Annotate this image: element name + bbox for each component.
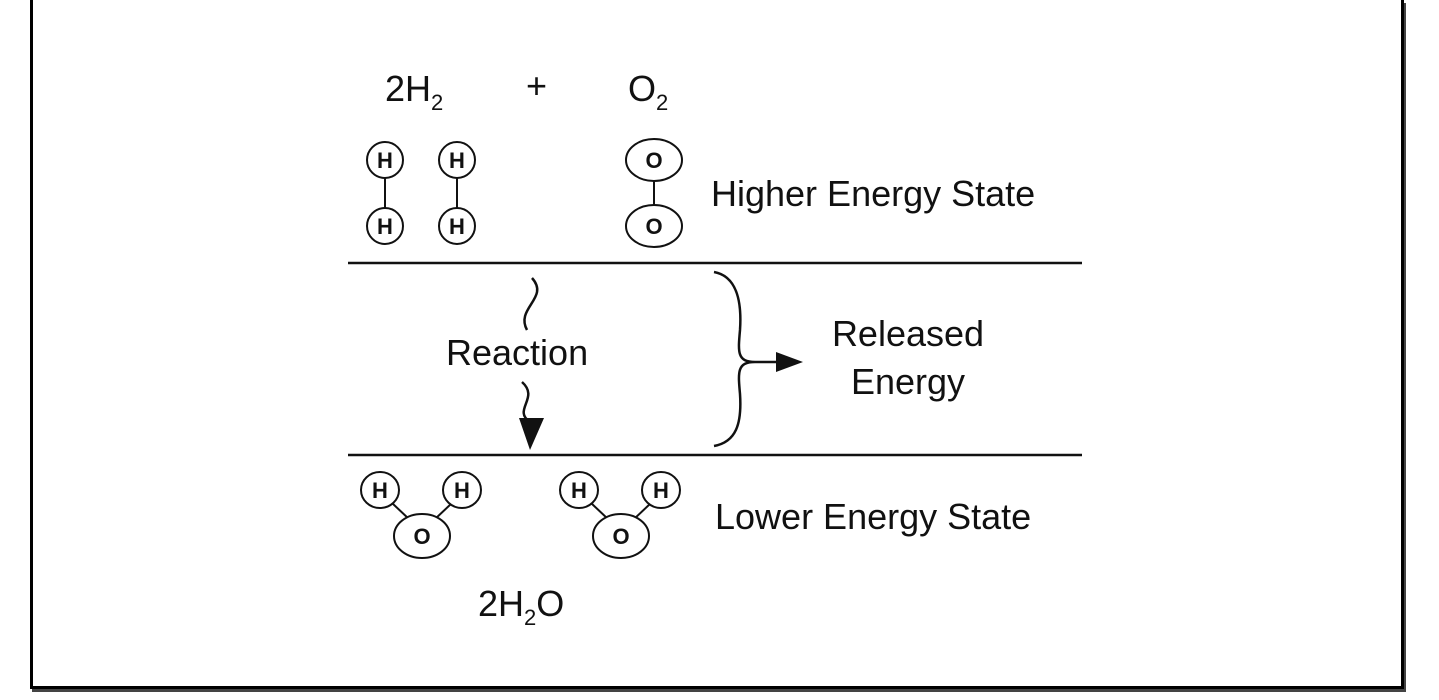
diagram-frame [30,0,1404,689]
svg-text:H: H [449,214,465,239]
svg-text:H: H [454,478,470,503]
plus-sign: + [526,65,547,106]
released-label-line2: Energy [851,361,965,402]
energy-gap-brace [713,270,756,448]
svg-text:H: H [571,478,587,503]
svg-text:O: O [645,214,662,239]
reaction-squiggle-top [523,277,539,331]
water-formula: 2H2O [478,583,564,630]
released-energy-arrowhead-icon [776,352,803,372]
reaction-arrowhead-icon [519,418,544,450]
h2-molecule: H H [366,141,404,245]
svg-text:O: O [645,148,662,173]
svg-text:H: H [377,148,393,173]
svg-text:H: H [449,148,465,173]
svg-text:H: H [653,478,669,503]
svg-text:H: H [377,214,393,239]
o2-molecule: O O [625,138,683,248]
h2-molecule: H H [438,141,476,245]
h2o-molecule: H H O [360,471,482,559]
h2o-molecule: H H O [559,471,681,559]
reactant-formula: 2H2 + O2 [385,65,668,115]
reaction-label: Reaction [446,332,588,373]
lower-energy-label: Lower Energy State [715,496,1031,537]
svg-text:O: O [612,524,629,549]
svg-text:H: H [372,478,388,503]
svg-text:O: O [413,524,430,549]
reaction-squiggle-bottom [521,381,531,424]
released-label-line1: Released [832,313,984,354]
higher-energy-label: Higher Energy State [711,173,1035,214]
oxygen-formula: O2 [628,68,668,115]
hydrogen-formula: 2H2 [385,68,443,115]
